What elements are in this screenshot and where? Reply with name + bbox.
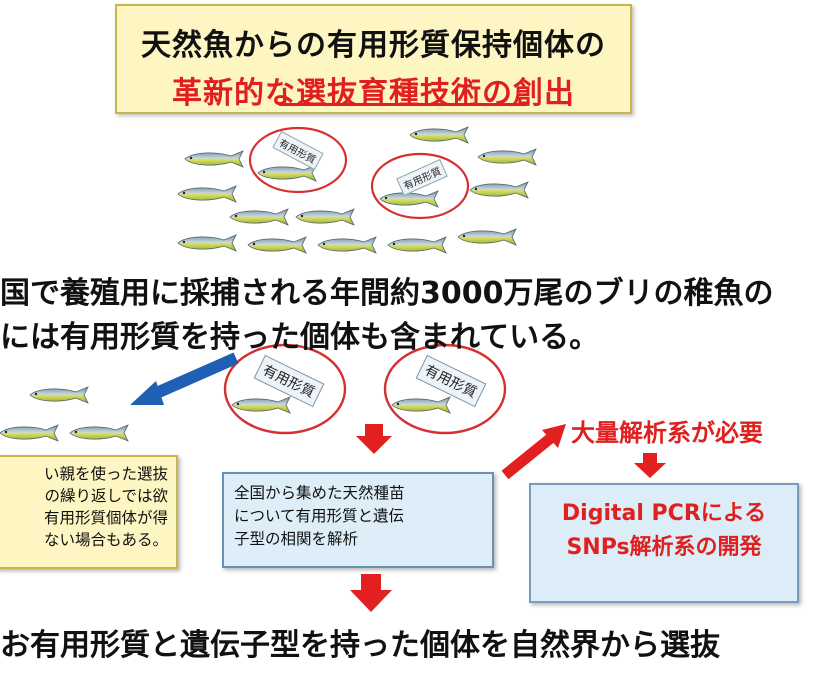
right-note-line: SNPs解析系の開発 [566, 535, 762, 560]
left-note-line: い親を使った選抜 [43, 465, 168, 483]
fish-icon [231, 396, 291, 414]
red-arrow-down-2 [643, 453, 657, 465]
red-arrow-down-2-head [634, 463, 666, 478]
oval-selected-small-2 [370, 152, 470, 220]
red-arrow-down-3 [361, 574, 381, 592]
left-note-line: の繰り返しでは欲 [44, 487, 168, 505]
center-note-line: 全国から集めた天然種苗 [234, 484, 405, 502]
left-note-line: 有用形質個体が得 [43, 509, 168, 527]
fish-icon [457, 228, 517, 246]
title-underline [279, 103, 527, 106]
blue-arrow-head [130, 381, 164, 405]
bottom-conclusion: お有用形質と遺伝子型を持った個体を自然界から選抜 [0, 628, 720, 663]
fish-icon [177, 234, 237, 252]
center-note: 全国から集めた天然種苗 について有用形質と遺伝 子型の相関を解析 [222, 472, 494, 568]
right-note-line: Digital PCRによる [561, 501, 767, 526]
title-box: 天然魚からの有用形質保持個体の 革新的な選抜育種技術の創出 [115, 4, 632, 114]
fish-icon [469, 181, 529, 199]
fish-icon [247, 236, 307, 254]
statement-line-1: 国で養殖用に採捕される年間約3000万尾のブリの稚魚の [0, 276, 774, 311]
oval-selected-large-2 [383, 343, 507, 435]
center-note-line: について有用形質と遺伝 [234, 507, 405, 525]
oval-selected-large-1 [223, 343, 347, 435]
fish-icon [0, 424, 59, 442]
fish-icon [317, 236, 377, 254]
red-arrow-down-1 [365, 424, 383, 438]
fish-icon [477, 148, 537, 166]
title-line-1: 天然魚からの有用形質保持個体の [141, 28, 606, 63]
red-arrow-diagonal-head [542, 424, 566, 448]
fish-icon [409, 126, 469, 144]
right-note: Digital PCRによる SNPs解析系の開発 [529, 483, 799, 603]
requirement-label: 大量解析系が必要 [571, 419, 763, 447]
left-note-line: ない場合もある。 [43, 531, 168, 549]
fish-icon [391, 396, 451, 414]
fish-icon [295, 208, 355, 226]
fish-icon [229, 208, 289, 226]
center-note-line: 子型の相関を解析 [234, 530, 359, 548]
fish-icon [184, 150, 244, 168]
fish-icon [387, 236, 447, 254]
fish-icon [29, 386, 89, 404]
blue-arrow [149, 352, 239, 401]
left-note: い親を使った選抜 の繰り返しでは欲 有用形質個体が得 ない場合もある。 [0, 455, 178, 569]
fish-icon [69, 424, 129, 442]
red-arrow-diagonal [501, 432, 556, 480]
fish-icon [257, 164, 317, 182]
red-arrow-down-1-head [356, 436, 392, 454]
oval-selected-small-1 [248, 126, 348, 194]
statement-line-2: には有用形質を持った個体も含まれている。 [0, 320, 600, 355]
fish-icon [177, 185, 237, 203]
red-arrow-down-3-head [350, 590, 392, 612]
